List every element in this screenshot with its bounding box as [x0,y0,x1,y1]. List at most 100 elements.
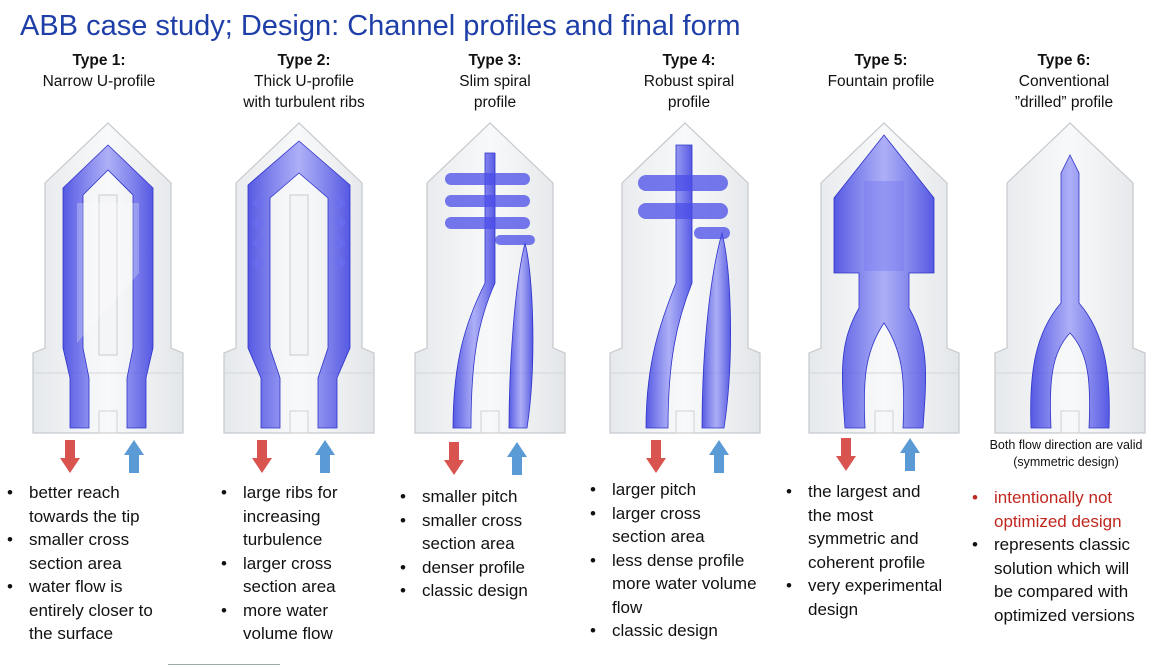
bullet-item: large ribs for increasing turbulence [221,481,401,552]
bullet-line: larger cross [612,503,701,523]
profile-name: profile [667,94,711,111]
bullet-item: classic design [590,619,785,643]
note-line: Both flow direction are valid [989,438,1143,452]
bullet-line: towards the tip [29,506,140,526]
footer-divider [168,664,280,665]
arrow-up-icon [315,440,335,473]
bullets-type-6: intentionally not optimized design repre… [972,486,1158,627]
arrow-down-icon [646,440,666,473]
bullet-item: less dense profile more water volume flo… [590,549,785,620]
bullet-line: better reach [29,483,120,502]
bullet-line: section area [243,577,336,596]
bullet-line: section area [29,553,122,573]
column-type-3: Type 3: Slim spiral profile [400,50,590,113]
bullet-item: larger pitch [590,478,785,502]
profile-name: profile [473,94,517,111]
bullet-line: increasing [243,506,321,526]
type-label: Type 5: [854,52,908,69]
flow-arrows [60,438,920,475]
type-1-render [32,122,184,434]
bullet-line: large ribs for [243,483,338,502]
type-label: Type 4: [662,52,716,69]
bullet-line: more water [243,600,329,620]
bullet-line: very experimental [808,576,943,595]
type-label: Type 1: [72,52,126,69]
bullet-item: water flow is entirely closer to the sur… [7,575,197,646]
type-label: Type 3: [468,52,522,69]
type-3-render [414,122,566,434]
bullets-type-4: larger pitch larger cross section area l… [590,478,785,643]
profile-name: Robust spiral [643,73,735,90]
bullet-line: the largest and [808,482,921,501]
bullet-item: very experimental design [786,574,971,621]
bullet-item: intentionally not optimized design [972,486,1158,533]
profile-name: ”drilled” profile [1014,94,1114,111]
profile-name: Narrow U-profile [42,73,156,90]
bullet-line: classic design [612,621,718,640]
column-header: Type 4: Robust spiral profile [594,50,784,113]
bullet-line: coherent profile [808,552,926,572]
bullet-line: optimized versions [994,605,1135,625]
bullet-item: classic design [400,579,580,603]
bullets-type-2: large ribs for increasing turbulence lar… [221,481,401,646]
column-type-2: Type 2: Thick U-profile with turbulent r… [209,50,399,113]
note-line: (symmetric design) [1013,455,1119,469]
bullet-item: larger cross section area [221,552,401,599]
column-type-5: Type 5: Fountain profile [786,50,976,92]
arrow-down-icon [836,438,856,471]
bullet-line: design [808,599,859,619]
profile-name: with turbulent ribs [243,94,365,111]
bullet-line: turbulence [243,530,323,549]
bullet-line: section area [612,527,705,546]
bullet-item: more water volume flow [221,599,401,646]
type-6-render [994,122,1146,434]
profile-name: Slim spiral [459,73,531,90]
arrow-up-icon [507,442,527,475]
bullet-line: denser profile [422,557,526,577]
bullet-item: better reach towards the tip [7,481,197,528]
bullet-item: smaller cross section area [400,509,580,556]
bullet-item: the largest and the most symmetric and c… [786,480,971,574]
column-type-6: Type 6: Conventional ”drilled” profile [969,50,1159,113]
column-type-1: Type 1: Narrow U-profile [4,50,194,92]
bullet-line: the surface [29,624,114,643]
bullet-line: solution which will [994,558,1130,578]
bullet-line: smaller cross [422,510,523,530]
column-header: Type 2: Thick U-profile with turbulent r… [209,50,399,113]
bullet-item: larger cross section area [590,502,785,549]
bullet-line: classic design [422,581,528,600]
arrow-up-icon [900,438,920,471]
bullet-line: be compared with [994,582,1129,601]
column-header: Type 5: Fountain profile [786,50,976,92]
column-type-4: Type 4: Robust spiral profile [594,50,784,113]
bullet-line: flow [612,597,643,617]
arrow-down-icon [252,440,272,473]
type-2-render [223,122,375,434]
bullet-item: denser profile [400,556,580,580]
column-header: Type 6: Conventional ”drilled” profile [969,50,1159,113]
profile-name: Fountain profile [827,73,935,90]
column-header: Type 1: Narrow U-profile [4,50,194,92]
profile-name: Thick U-profile [254,73,354,90]
type-5-render [808,122,960,434]
bullet-item: smaller pitch [400,485,580,509]
bullets-type-1: better reach towards the tip smaller cro… [7,481,197,646]
bullets-type-3: smaller pitch smaller cross section area… [400,485,580,603]
type-label: Type 2: [277,52,331,69]
arrow-up-icon [709,440,729,473]
bullet-line: more water volume [612,574,757,593]
column-header: Type 3: Slim spiral profile [400,50,590,113]
bullet-line: water flow is [29,577,123,596]
type-4-render [609,122,761,434]
bullet-line: intentionally not [994,488,1113,507]
bullet-line: section area [422,534,515,553]
bullet-line: larger pitch [612,480,697,499]
slide-title: ABB case study; Design: Channel profiles… [20,10,741,42]
bullet-line: entirely closer to [29,600,153,620]
arrow-up-icon [124,440,144,473]
bullet-line: smaller pitch [422,487,518,506]
profile-name: Conventional [1018,73,1110,90]
bullet-line: volume flow [243,624,333,643]
bullet-line: the most [808,505,874,525]
